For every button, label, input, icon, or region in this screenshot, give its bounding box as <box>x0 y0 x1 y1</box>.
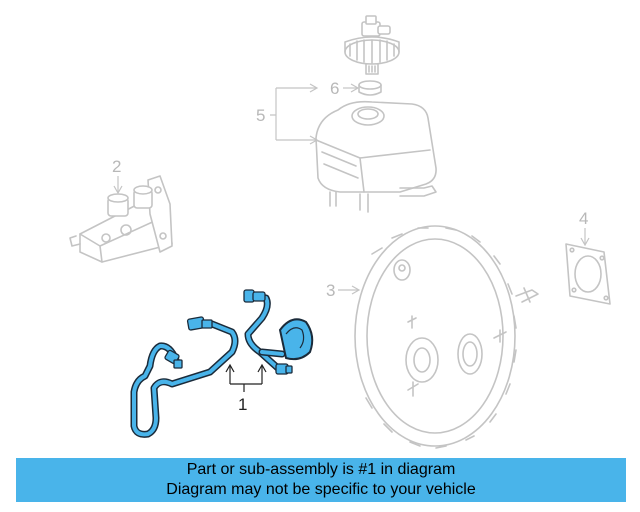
svg-text:5: 5 <box>256 106 265 125</box>
banner-line-2: Diagram may not be specific to your vehi… <box>166 481 476 498</box>
banner-line-1: Part or sub-assembly is #1 in diagram <box>186 461 456 478</box>
rear-fitting <box>275 363 293 375</box>
callout-2: 2 <box>112 157 123 195</box>
callout-1: 1 <box>225 363 267 414</box>
callout-4: 4 <box>579 209 590 247</box>
brake-line-assembly[interactable] <box>130 289 314 438</box>
callout-5: 5 <box>256 83 319 145</box>
upper-fitting <box>243 289 266 303</box>
front-fitting <box>186 316 213 331</box>
callout-3: 3 <box>326 281 361 300</box>
brake-fluid-reservoir <box>315 100 437 213</box>
reservoir-cap <box>344 15 400 75</box>
svg-text:2: 2 <box>112 157 121 176</box>
info-banner: Part or sub-assembly is #1 in diagram Di… <box>16 458 626 502</box>
master-cylinder <box>69 175 173 263</box>
reservoir-seal <box>358 80 382 96</box>
svg-text:4: 4 <box>579 209 588 228</box>
booster-gasket <box>565 243 611 305</box>
brake-booster <box>354 225 539 449</box>
svg-text:6: 6 <box>330 79 339 98</box>
callout-6: 6 <box>330 79 360 98</box>
svg-text:1: 1 <box>238 395 247 414</box>
lower-fitting <box>164 349 183 369</box>
svg-text:3: 3 <box>326 281 335 300</box>
